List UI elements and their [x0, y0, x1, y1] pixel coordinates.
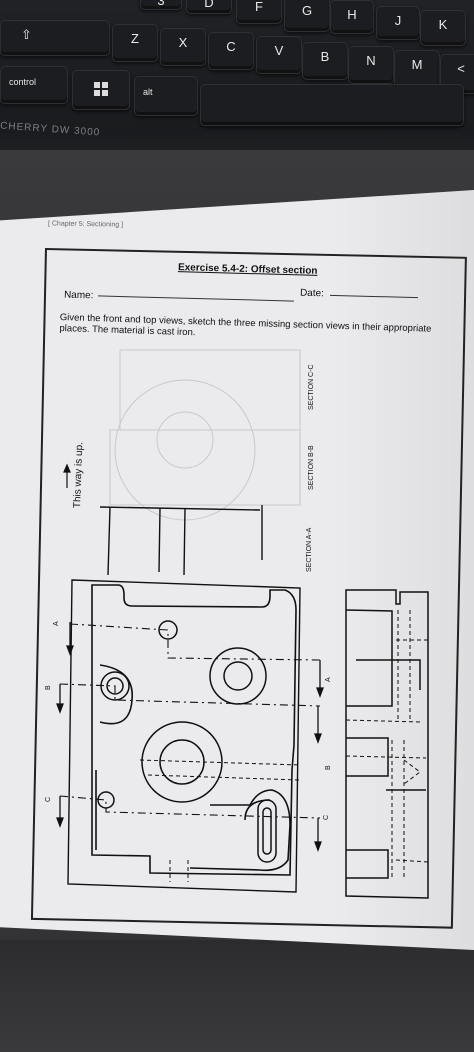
svg-text:B: B [45, 685, 52, 690]
slot [257, 799, 277, 863]
hole-a [158, 620, 178, 640]
svg-text:A: A [53, 621, 60, 626]
cut-letters: A B C A B C [45, 621, 332, 820]
key-z[interactable]: Z [112, 24, 158, 62]
key-b[interactable]: B [302, 42, 348, 80]
key-j[interactable]: J [376, 6, 420, 40]
front-view-hidden [345, 610, 430, 880]
key-m[interactable]: M [394, 50, 440, 90]
key-control[interactable]: control [0, 66, 68, 104]
key-n[interactable]: N [348, 46, 394, 84]
counterbore-outer [209, 647, 267, 705]
key-3[interactable]: 3 [140, 0, 182, 10]
windows-icon [94, 82, 108, 96]
hidden-lines [139, 759, 301, 882]
cut-arrows [56, 622, 324, 852]
ghost-sketch-area [109, 349, 301, 521]
key-g[interactable]: G [284, 0, 330, 32]
key-alt[interactable]: alt [134, 76, 198, 116]
boss-outer [141, 721, 223, 803]
workbook-page [0, 190, 474, 950]
counterbore-inner [223, 661, 253, 691]
svg-text:A: A [325, 677, 332, 682]
svg-text:C: C [323, 815, 330, 820]
key-k[interactable]: K [420, 10, 466, 46]
desk-bottom [0, 940, 474, 1052]
key-shift[interactable]: ⇧ [0, 20, 110, 56]
top-view [67, 579, 301, 893]
key-v[interactable]: V [256, 36, 302, 74]
svg-text:C: C [45, 797, 52, 802]
key-c[interactable]: C [208, 32, 254, 70]
key-x[interactable]: X [160, 28, 206, 66]
key-windows[interactable] [72, 70, 130, 110]
up-arrow-icon [63, 463, 71, 488]
cutting-plane-lines [59, 623, 321, 819]
key-space[interactable] [200, 84, 464, 126]
holes [97, 620, 277, 863]
front-view [345, 589, 429, 899]
slot-inner [262, 807, 272, 855]
key-h[interactable]: H [330, 0, 374, 34]
hole-b-inner [106, 677, 124, 695]
key-d[interactable]: D [186, 0, 232, 14]
section-sketch-lines [99, 505, 263, 576]
svg-text:B: B [325, 765, 332, 770]
key-f[interactable]: F [236, 0, 282, 24]
